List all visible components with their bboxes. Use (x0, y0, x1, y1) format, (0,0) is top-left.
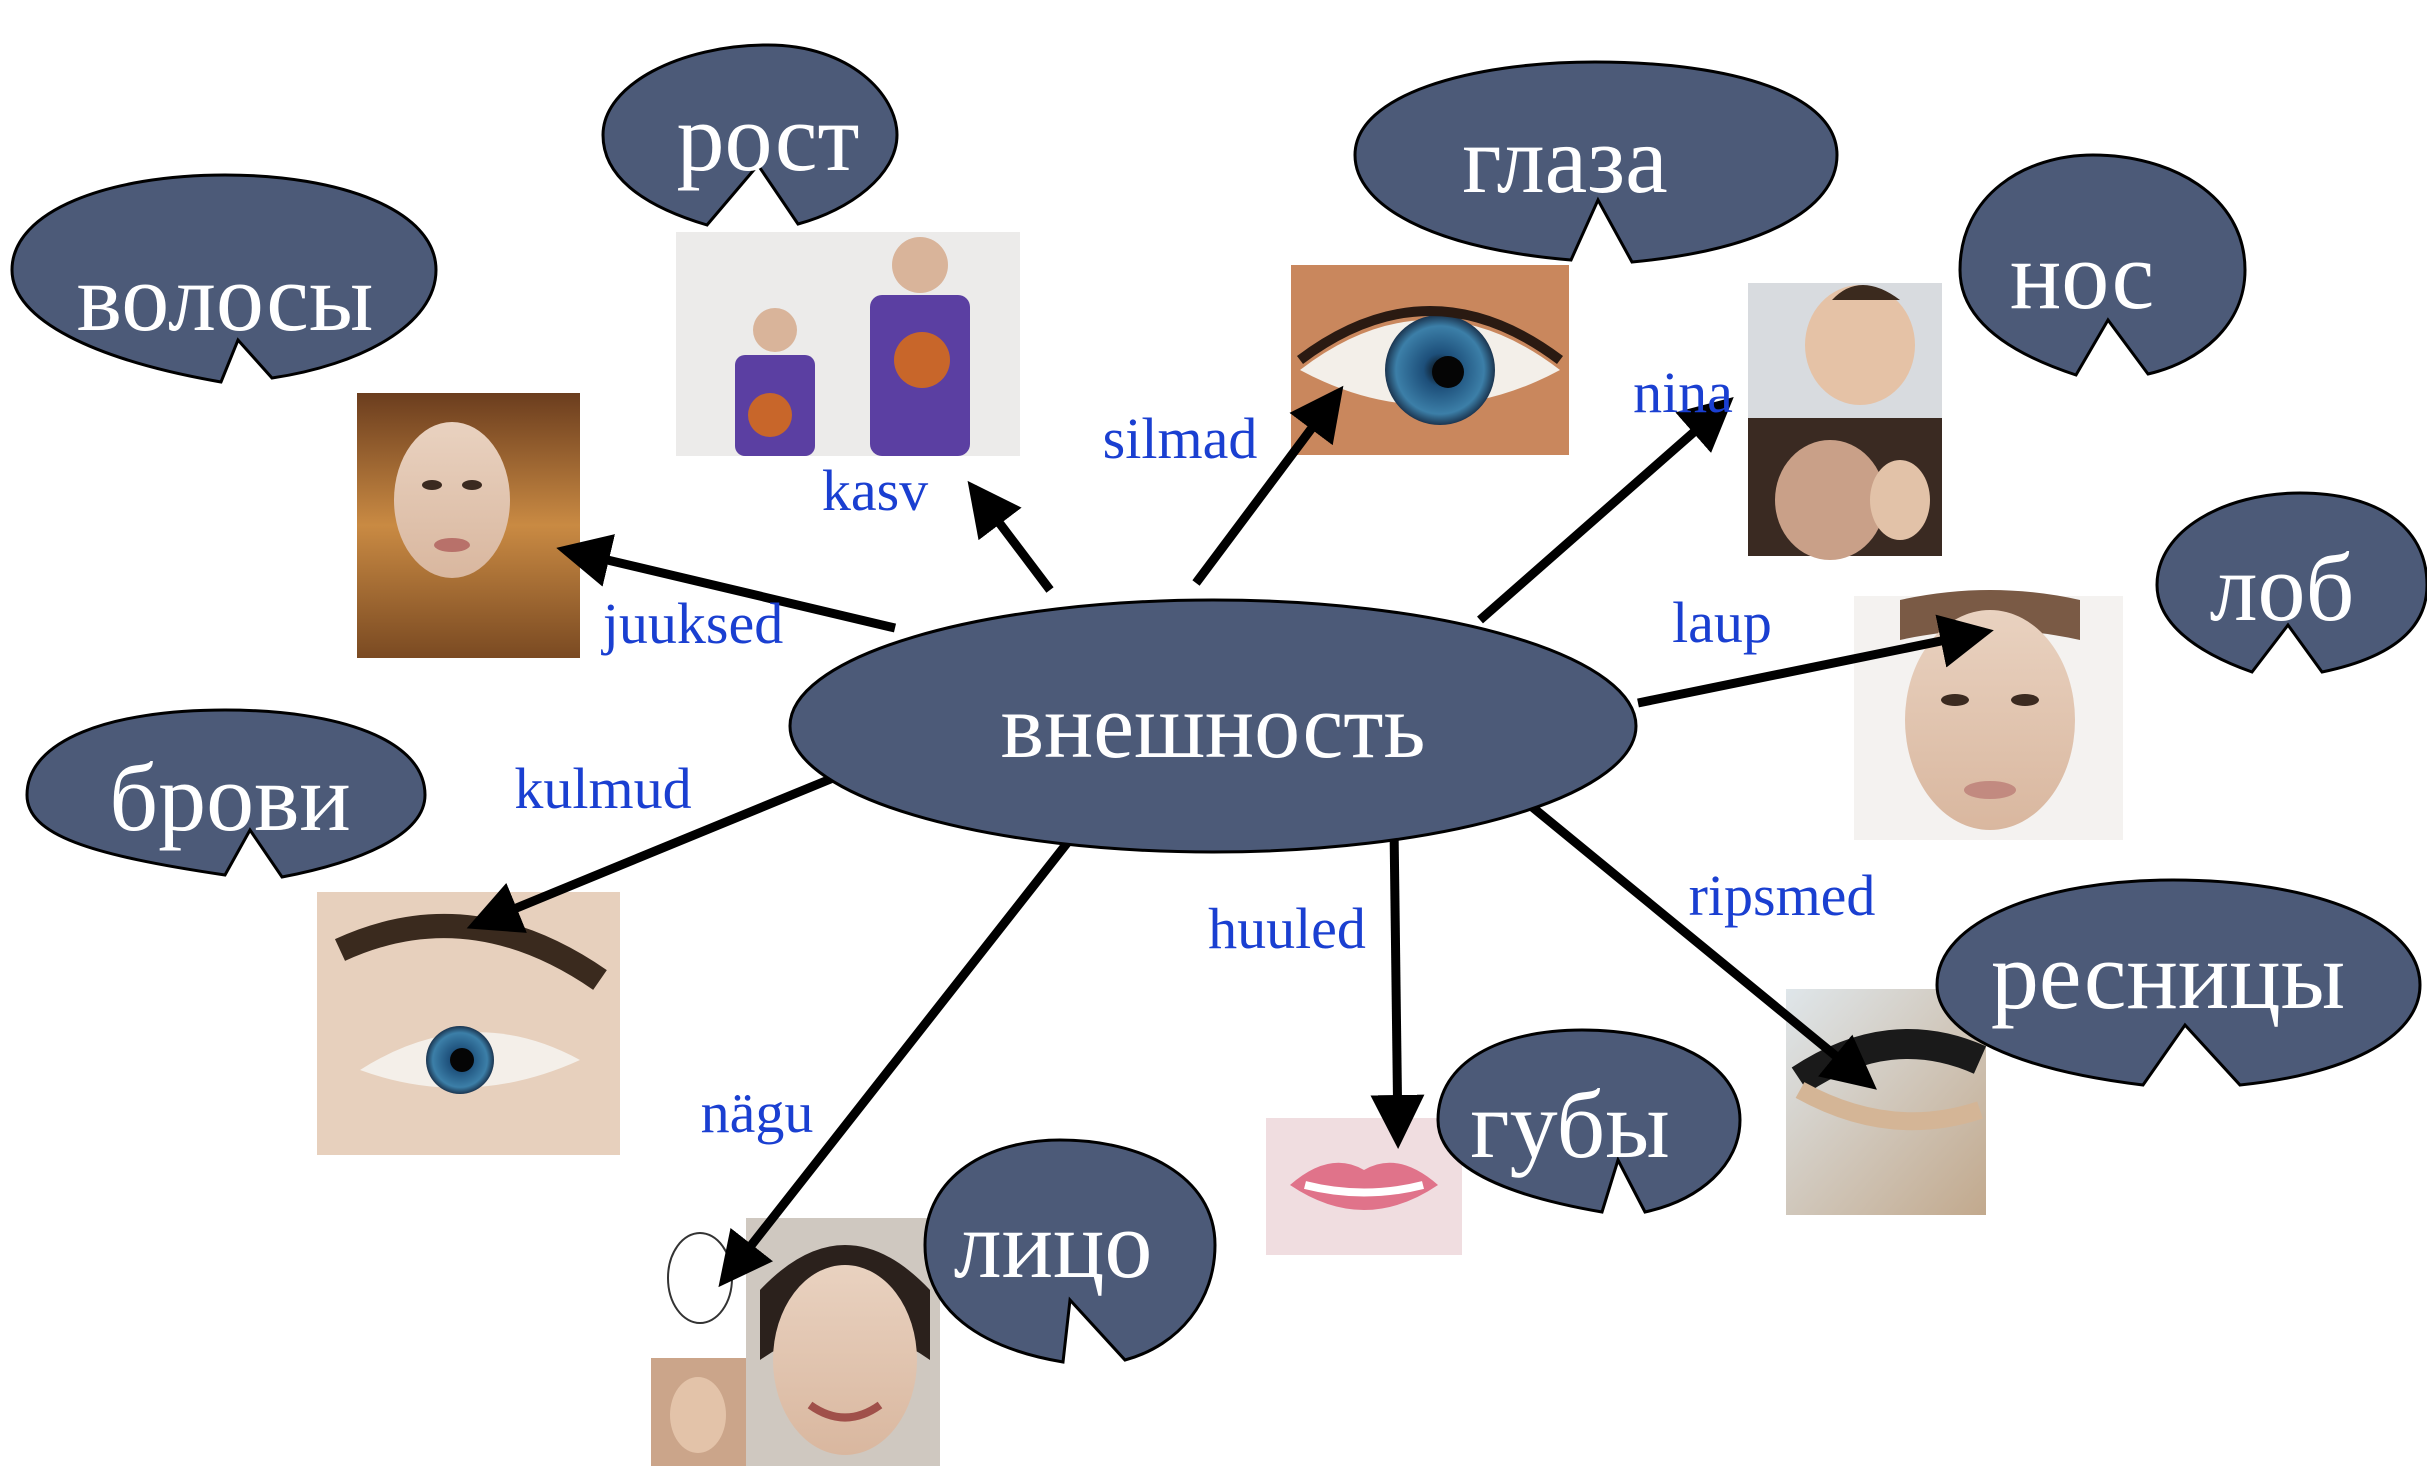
bubble-hair: волосы (10, 173, 438, 384)
face-photo (651, 1218, 940, 1466)
lips-photo (1266, 1118, 1462, 1255)
height-photo (676, 232, 1020, 456)
arrow-forehead (1637, 614, 1994, 708)
arrow-face (718, 830, 1079, 1288)
bubble-forehead: лоб (2155, 491, 2427, 674)
arrow-lashes (1528, 802, 1877, 1090)
label-brows-et: kulmud (514, 756, 691, 821)
label-hair-et: juuksed (601, 591, 783, 656)
bubble-nose-text: нос (2010, 222, 2154, 329)
bubble-lips: губы (1436, 1028, 1742, 1214)
eyes-photo (1291, 265, 1569, 455)
arrow-hair (556, 534, 897, 633)
label-face-et: nägu (701, 1080, 814, 1145)
label-eyes-et: silmad (1103, 406, 1258, 471)
bubble-face: лицо (923, 1138, 1217, 1364)
bubble-nose: нос (1958, 153, 2247, 377)
bubble-eyes-text: глаза (1462, 106, 1668, 213)
bubble-brows: брови (25, 708, 427, 879)
label-nose-et: nina (1633, 360, 1733, 425)
bubble-lashes: ресницы (1935, 878, 2422, 1087)
bubble-height-text: рост (677, 84, 860, 191)
label-lips-et: huuled (1208, 896, 1366, 961)
nose-photo (1748, 283, 1942, 560)
bubble-face-text: лицо (954, 1191, 1153, 1298)
bubble-lips-text: губы (1470, 1071, 1669, 1178)
center-node: внешность (788, 598, 1638, 854)
label-height-et: kasv (822, 458, 928, 523)
arrow-eyes (1192, 385, 1344, 586)
bubble-hair-text: волосы (77, 244, 374, 351)
arrow-height (967, 480, 1054, 593)
bubble-brows-text: брови (109, 744, 351, 851)
forehead-photo (1854, 590, 2123, 840)
arrow-nose (1477, 397, 1734, 624)
arrow-lips (1370, 825, 1425, 1149)
bubble-eyes: глаза (1353, 60, 1839, 264)
bubble-forehead-text: лоб (2210, 534, 2355, 641)
hair-photo (357, 393, 580, 658)
label-forehead-et: laup (1672, 590, 1772, 655)
brows-photo (317, 892, 620, 1155)
bubble-height: рост (601, 43, 899, 227)
bubble-lashes-text: ресницы (1991, 922, 2345, 1029)
center-title: внешность (1001, 675, 1426, 777)
arrow-brows (466, 773, 835, 933)
label-lashes-et: ripsmed (1689, 863, 1876, 928)
